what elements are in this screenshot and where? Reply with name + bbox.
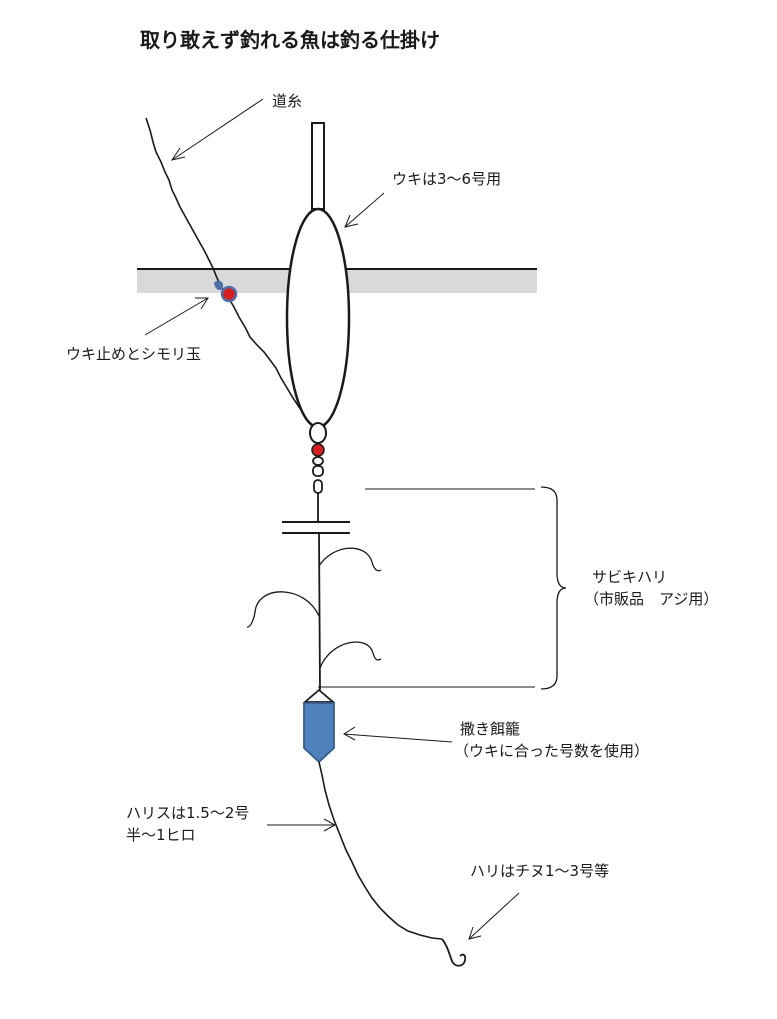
label-makiesa-line2: （ウキに合った号数を使用） <box>454 742 650 760</box>
arrow-hari <box>468 892 520 940</box>
label-harisu-line2: 半〜1ヒロ <box>126 826 196 844</box>
final-hook <box>441 938 467 967</box>
shimori-bead <box>220 285 238 303</box>
swivel <box>309 422 327 494</box>
float-antenna <box>311 122 325 210</box>
swivel-loop-top <box>309 422 327 444</box>
label-sabiki-line1: サビキハリ <box>592 568 668 586</box>
arrow-uki <box>344 192 385 228</box>
feeder-body <box>303 702 335 764</box>
arrow-ukidome <box>144 297 209 336</box>
label-harisu: ハリスは1.5〜2号 半〜1ヒロ <box>126 802 249 846</box>
sabiki-bracket <box>540 486 567 690</box>
arrow-uki-head <box>344 214 359 228</box>
sabiki-hook-1 <box>318 547 382 572</box>
feeder-top-triangle <box>302 688 336 703</box>
main-line <box>145 117 316 431</box>
label-uki-text: ウキは3〜6号用 <box>392 170 502 188</box>
label-harisu-line1: ハリスは1.5〜2号 <box>126 804 250 822</box>
arrow-feeder-head <box>343 726 356 741</box>
sabiki-main-line <box>318 532 321 691</box>
arrow-ukidome-head <box>195 297 209 310</box>
sabiki-hook-2 <box>246 591 320 628</box>
diagram-title: 取り敢えず釣れる魚は釣る仕掛け <box>140 28 440 52</box>
label-ukidome-text: ウキ止めとシモリ玉 <box>66 345 202 363</box>
harisu-line <box>318 761 443 940</box>
uki-stopper <box>214 280 238 303</box>
swivel-ring-1 <box>312 456 324 466</box>
label-uki: ウキは3〜6号用 <box>392 168 501 190</box>
label-hari-text: ハリはチヌ1〜3号等 <box>470 862 610 880</box>
arrow-harisu-head <box>323 818 337 832</box>
swivel-ring-2 <box>312 465 324 477</box>
swivel-bead <box>311 443 325 457</box>
arrow-michiito-head <box>170 147 186 161</box>
arrow-feeder <box>343 733 453 743</box>
sabiki-hook-3 <box>319 641 382 669</box>
arrow-michiito <box>171 98 264 161</box>
label-ukidome: ウキ止めとシモリ玉 <box>66 343 201 365</box>
label-michiito: 道糸 <box>272 90 302 112</box>
label-sabiki-line2: （市販品 アジ用） <box>584 590 719 608</box>
label-sabiki: サビキハリ （市販品 アジ用） <box>584 566 718 610</box>
label-michiito-text: 道糸 <box>272 92 303 110</box>
feeder-basket <box>302 688 336 764</box>
arrow-hari-head <box>468 926 482 940</box>
float-body <box>285 207 351 429</box>
label-hari: ハリはチヌ1〜3号等 <box>470 860 609 882</box>
float <box>285 122 351 429</box>
swivel-ring-3 <box>313 479 323 494</box>
pointer-arrows <box>144 98 520 940</box>
stopper-knot <box>214 280 224 291</box>
label-makiesa: 撒き餌籠 （ウキに合った号数を使用） <box>454 718 649 762</box>
label-makiesa-line1: 撒き餌籠 <box>460 720 521 738</box>
